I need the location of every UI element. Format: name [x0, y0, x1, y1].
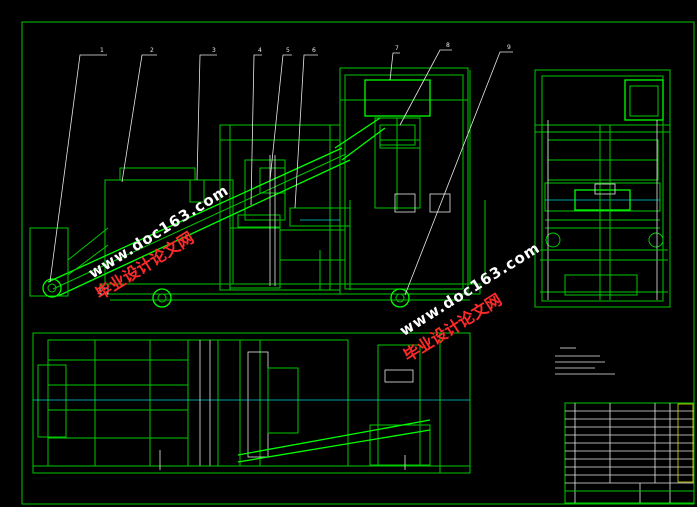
part-number-5: 5: [286, 47, 290, 54]
technical-notes: [555, 347, 615, 375]
part-number-8: 8: [446, 42, 450, 49]
part-number-9: 9: [507, 44, 511, 51]
part-number-labels: 1 2 3 4 5 6 7 8 9: [100, 42, 511, 54]
part-number-6: 6: [312, 47, 316, 54]
front-view: [29, 67, 486, 308]
drawing-frame: [21, 21, 695, 505]
side-view: [534, 69, 671, 308]
part-number-4: 4: [258, 47, 262, 54]
part-number-2: 2: [150, 47, 154, 54]
leader-lines: [49, 49, 513, 296]
part-number-1: 1: [100, 47, 104, 54]
part-number-7: 7: [395, 45, 399, 52]
title-block: [564, 402, 695, 504]
part-number-3: 3: [212, 47, 216, 54]
watermark-2: 毕业设计论文网 www.doc163.com: [396, 239, 543, 366]
top-view: [32, 332, 471, 474]
